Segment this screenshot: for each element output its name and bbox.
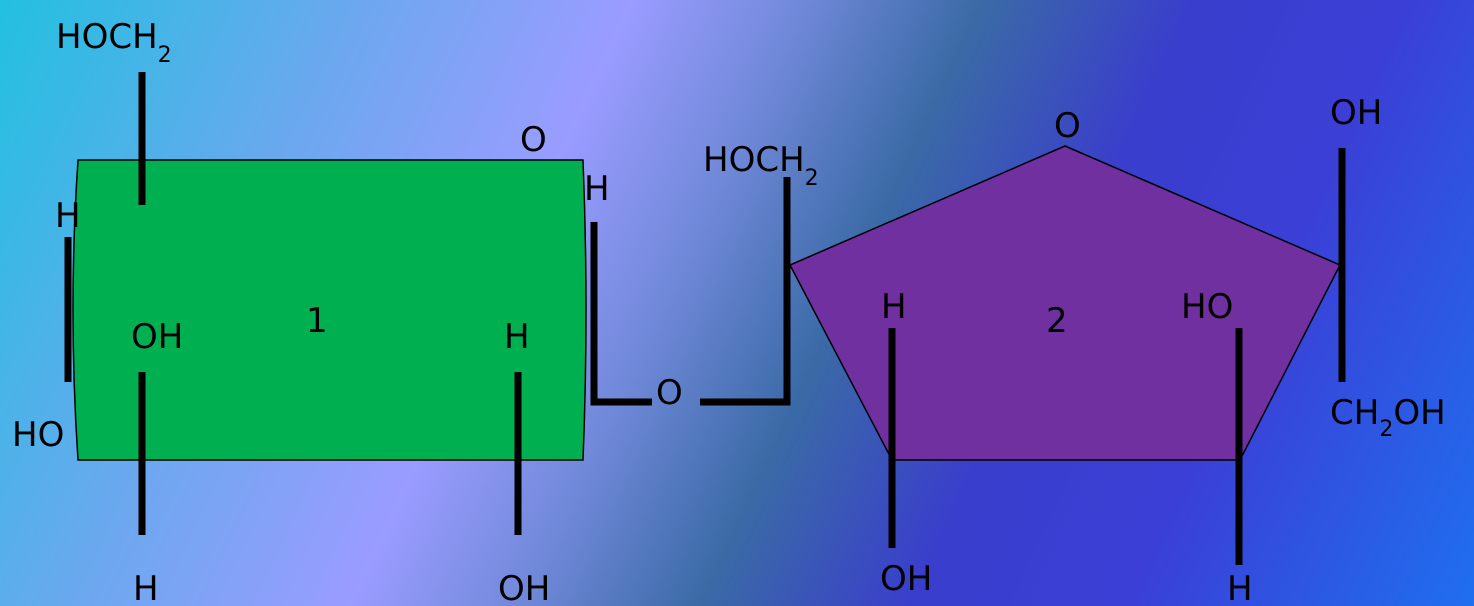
ring2-c4-h-label: H xyxy=(1227,569,1253,606)
ring2-hoch2-label: HOCH2 xyxy=(703,140,819,191)
bond-ring1-c1-to-oxygen xyxy=(590,222,652,406)
ring1-c4-h-label: H xyxy=(55,196,81,236)
bond-oxygen-to-ring2 xyxy=(700,177,791,406)
ring1-c3-h-label: H xyxy=(133,569,159,606)
ring2-c4-ho-label: HO xyxy=(1181,287,1233,327)
ring1-c3-oh-label: OH xyxy=(131,317,183,357)
ring2-c5-oh-label: OH xyxy=(1330,93,1382,133)
ring1-c4-ho-label: HO xyxy=(12,415,64,455)
ring1-number-label: 1 xyxy=(306,301,328,341)
ring1-c2-oh-label: OH xyxy=(498,569,550,606)
ring2-number-label: 2 xyxy=(1046,301,1068,341)
ring2-c3-oh-label: OH xyxy=(880,559,932,599)
ring1-c2-h-label: H xyxy=(504,317,530,357)
ring1-c1-h-label: H xyxy=(584,169,610,209)
ring2-oxygen-label: O xyxy=(1054,106,1081,146)
ring1-hoch2-label: HOCH2 xyxy=(56,17,172,68)
ring2-c5-ch2oh-label: CH2OH xyxy=(1330,393,1446,442)
ring1-oxygen-label: O xyxy=(520,120,547,160)
ring2-c3-h-label: H xyxy=(881,287,907,327)
ring-1-shape xyxy=(72,159,587,461)
glycosidic-oxygen-label: O xyxy=(656,373,683,413)
bonds xyxy=(64,72,1346,565)
ring-2-shape xyxy=(788,145,1342,461)
